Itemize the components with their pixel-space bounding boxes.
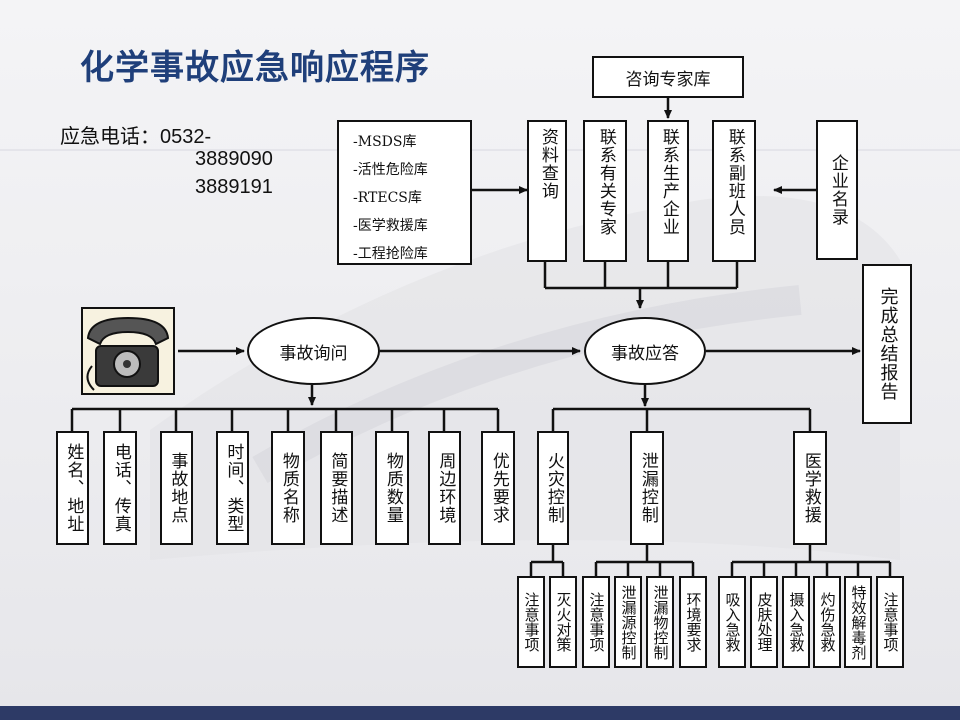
inquiry-item-label: 优先要求 xyxy=(488,452,509,524)
leak-subitem-source-control: 泄漏源控制 xyxy=(614,576,642,668)
medical-subitem-precautions: 注意事项 xyxy=(876,576,904,668)
data-query-label: 资料查询 xyxy=(537,128,558,200)
leak-subitem-environment: 环境要求 xyxy=(679,576,707,668)
fire-subitem-extinguishing: 灭火对策 xyxy=(549,576,577,668)
inquiry-item-brief-description: 简要描述 xyxy=(320,431,353,545)
summary-report-label: 完成总结报告 xyxy=(877,287,899,401)
inquiry-item-time-type: 时间、类型 xyxy=(216,431,249,545)
leak-control-box: 泄漏控制 xyxy=(630,431,664,545)
subitem-label: 环境要求 xyxy=(684,592,703,652)
data-query-box: 资料查询 xyxy=(527,120,567,262)
inquiry-item-location: 事故地点 xyxy=(160,431,193,545)
inquiry-item-priority: 优先要求 xyxy=(481,431,515,545)
incident-response-label: 事故应答 xyxy=(611,343,679,364)
summary-report-box: 完成总结报告 xyxy=(862,264,912,424)
inquiry-item-label: 事故地点 xyxy=(167,452,188,524)
subitem-label: 灭火对策 xyxy=(554,592,573,652)
inquiry-item-label: 周边环境 xyxy=(435,452,456,524)
database-item: -医学救援库 xyxy=(353,218,428,234)
inquiry-item-label: 物质数量 xyxy=(382,452,403,524)
medical-subitem-inhalation: 吸入急救 xyxy=(718,576,746,668)
emergency-phone-number-2: 3889191 xyxy=(195,176,273,198)
contact-experts-label: 联系有关专家 xyxy=(595,128,616,236)
incident-inquiry-label: 事故询问 xyxy=(279,343,348,364)
emergency-phone-number-1: 3889090 xyxy=(195,148,273,170)
medical-subitem-burns: 灼伤急救 xyxy=(813,576,841,668)
subitem-label: 吸入急救 xyxy=(723,592,742,652)
subitem-label: 注意事项 xyxy=(522,592,541,652)
inquiry-item-label: 简要描述 xyxy=(327,452,348,524)
medical-subitem-antidote: 特效解毒剂 xyxy=(844,576,872,668)
inquiry-item-label: 姓名、地址 xyxy=(63,443,84,533)
inquiry-item-label: 物质名称 xyxy=(278,452,299,524)
medical-subitem-ingestion: 摄入急救 xyxy=(782,576,810,668)
incident-response-node: 事故应答 xyxy=(584,317,706,385)
subitem-label: 泄漏物控制 xyxy=(651,584,670,660)
subitem-label: 注意事项 xyxy=(881,592,900,652)
company-list-label: 企业名录 xyxy=(827,154,848,226)
contact-producers-label: 联系生产企业 xyxy=(658,128,679,236)
subitem-label: 皮肤处理 xyxy=(755,592,774,652)
inquiry-item-quantity: 物质数量 xyxy=(375,431,409,545)
database-item: -工程抢险库 xyxy=(353,246,428,262)
telephone-icon xyxy=(80,306,176,396)
inquiry-item-surroundings: 周边环境 xyxy=(428,431,461,545)
expert-database-label: 咨询专家库 xyxy=(625,69,711,90)
inquiry-item-phone-fax: 电话、传真 xyxy=(103,431,137,545)
inquiry-item-label: 时间、类型 xyxy=(223,443,244,533)
page-title: 化学事故应急响应程序 xyxy=(80,48,430,88)
inquiry-item-substance-name: 物质名称 xyxy=(271,431,305,545)
contact-experts-box: 联系有关专家 xyxy=(583,120,627,262)
subitem-label: 特效解毒剂 xyxy=(849,584,868,660)
subitem-label: 灼伤急救 xyxy=(818,592,837,652)
subitem-label: 摄入急救 xyxy=(787,592,806,652)
inquiry-item-name-address: 姓名、地址 xyxy=(56,431,89,545)
medical-rescue-box: 医学救援 xyxy=(793,431,827,545)
database-item: -活性危险库 xyxy=(353,162,428,178)
contact-shift-box: 联系副班人员 xyxy=(712,120,756,262)
expert-database-box: 咨询专家库 xyxy=(592,56,744,98)
database-item: -MSDS库 xyxy=(353,134,417,150)
inquiry-item-label: 电话、传真 xyxy=(110,443,131,533)
fire-subitem-precautions: 注意事项 xyxy=(517,576,545,668)
contact-producers-box: 联系生产企业 xyxy=(647,120,689,262)
medical-subitem-skin: 皮肤处理 xyxy=(750,576,778,668)
database-list-box: -MSDS库 -活性危险库 -RTECS库 -医学救援库 -工程抢险库 xyxy=(337,120,472,265)
fire-control-label: 火灾控制 xyxy=(543,452,564,524)
incident-inquiry-node: 事故询问 xyxy=(247,317,380,385)
database-item: -RTECS库 xyxy=(353,190,422,206)
company-list-box: 企业名录 xyxy=(816,120,858,260)
fire-control-box: 火灾控制 xyxy=(537,431,569,545)
contact-shift-label: 联系副班人员 xyxy=(724,128,745,236)
leak-subitem-precautions: 注意事项 xyxy=(582,576,610,668)
leak-control-label: 泄漏控制 xyxy=(637,452,658,524)
emergency-phone-label: 应急电话：0532- xyxy=(60,126,212,148)
leak-subitem-spill-control: 泄漏物控制 xyxy=(646,576,674,668)
subitem-label: 注意事项 xyxy=(587,592,606,652)
subitem-label: 泄漏源控制 xyxy=(619,584,638,660)
medical-rescue-label: 医学救援 xyxy=(800,452,821,524)
